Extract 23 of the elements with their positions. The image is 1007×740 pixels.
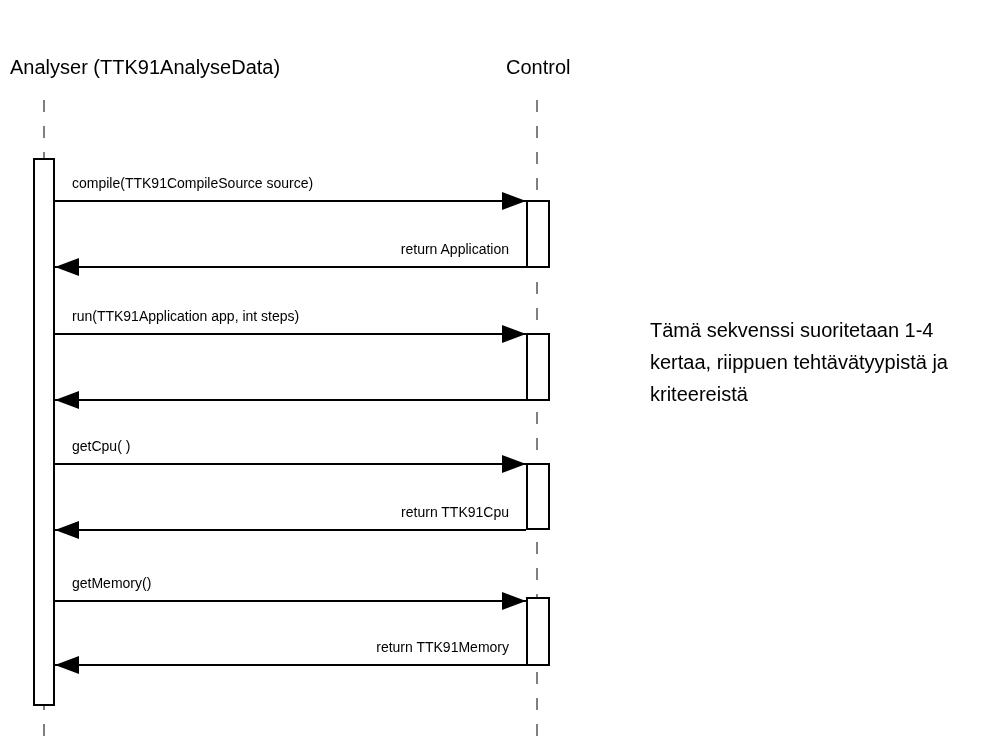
activation-bar: [526, 333, 550, 401]
message-arrow: [54, 192, 527, 210]
activation-bar: [526, 200, 550, 268]
message-label: getMemory(): [70, 575, 154, 591]
activation-bar: [526, 597, 550, 666]
lifeline-header: Control: [506, 55, 571, 79]
message-arrow: [54, 391, 527, 409]
message-arrow: [54, 592, 527, 610]
message-label: getCpu( ): [70, 438, 133, 454]
lifeline-header: Analyser (TTK91AnalyseData): [10, 55, 281, 79]
message-arrow: [54, 325, 527, 343]
message-arrow: [54, 258, 527, 276]
message-label: return TTK91Memory: [374, 639, 511, 655]
note-text: Tämä sekvenssi suoritetaan 1-4 kertaa, riippuen tehtävätyypistä ja kriteereistä: [650, 318, 949, 407]
message-arrow: [54, 656, 527, 674]
activation-bar: [33, 158, 55, 706]
message-label: run(TTK91Application app, int steps): [70, 308, 302, 324]
message-arrow: [54, 455, 527, 473]
activation-bar: [526, 463, 550, 530]
message-label: compile(TTK91CompileSource source): [70, 175, 316, 191]
message-label: return TTK91Cpu: [399, 504, 511, 520]
message-label: return Application: [398, 241, 511, 257]
message-arrow: [54, 521, 527, 539]
